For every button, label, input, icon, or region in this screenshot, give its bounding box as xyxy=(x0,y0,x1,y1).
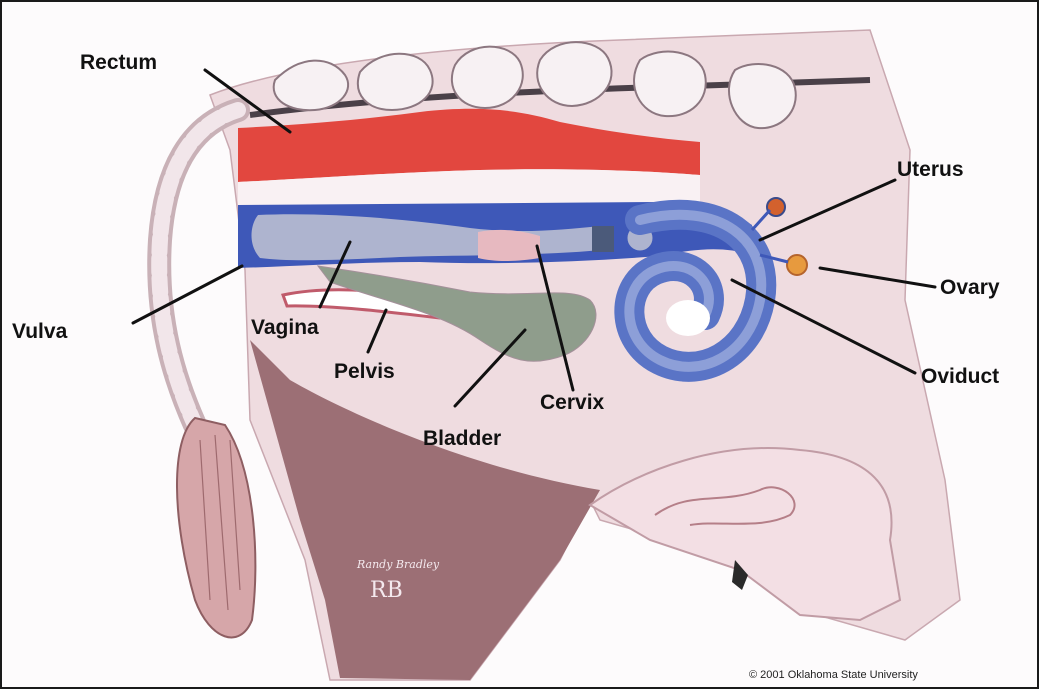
label-bladder: Bladder xyxy=(423,427,501,451)
ovary-upper xyxy=(767,198,785,216)
ovary-lower xyxy=(787,255,807,275)
label-vagina: Vagina xyxy=(251,316,319,340)
cervix xyxy=(478,230,540,261)
label-vulva: Vulva xyxy=(12,320,67,344)
label-cervix: Cervix xyxy=(540,391,604,415)
label-rectum: Rectum xyxy=(80,51,157,75)
label-oviduct: Oviduct xyxy=(921,365,999,389)
copyright-notice: © 2001 Oklahoma State University xyxy=(749,669,918,681)
label-pelvis: Pelvis xyxy=(334,360,395,384)
label-ovary: Ovary xyxy=(940,276,1000,300)
artist-monogram: RB xyxy=(370,578,403,603)
label-uterus: Uterus xyxy=(897,158,964,182)
artist-signature: Randy Bradley xyxy=(357,558,439,571)
